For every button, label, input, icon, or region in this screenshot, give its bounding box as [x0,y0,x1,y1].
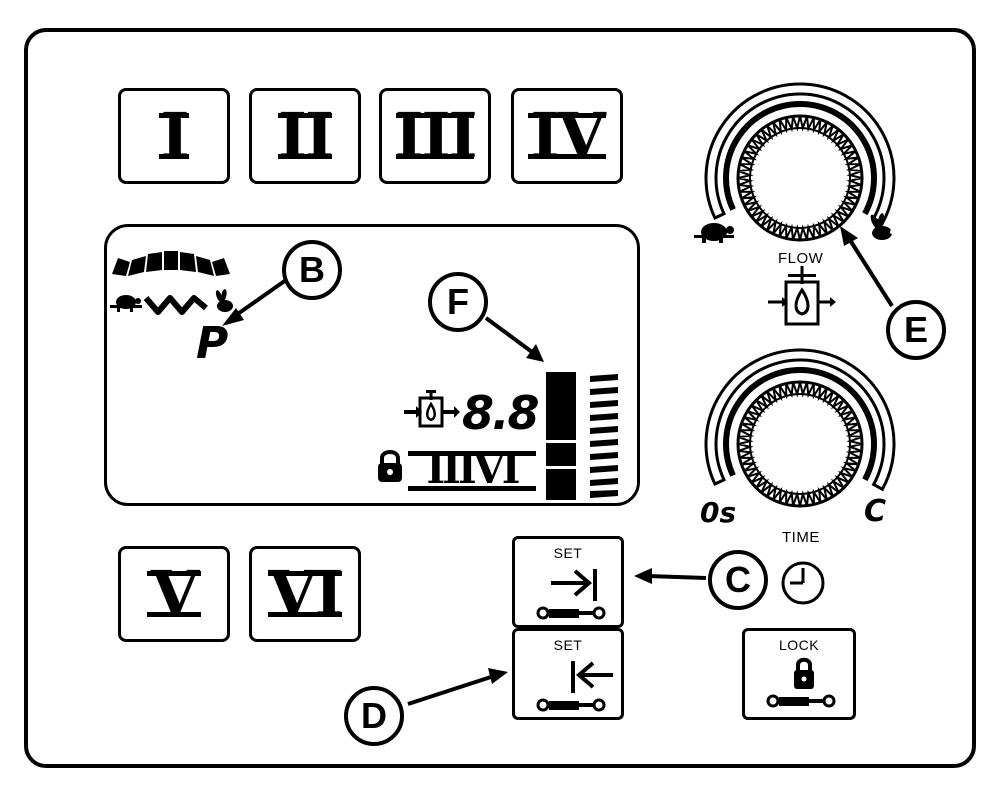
level-bargraph-column [546,372,576,500]
wave-icon [143,295,208,315]
flow-knob-label: FLOW [778,250,824,267]
bar-arrow-back-icon [536,661,613,712]
set-limit-out-button[interactable]: SET [512,536,624,628]
time-knob-label: TIME [782,529,820,546]
lock-status-icon [378,450,402,482]
speed-bargraph-icon [112,251,230,276]
time-knob-max-label: C [864,494,887,529]
control-panel [24,28,976,768]
flow-value-readout: 8.8 [462,386,539,440]
level-bargraph-ticks [590,374,618,498]
clock-icon [781,561,825,605]
padlock-icon [794,657,814,689]
callout-b: B [282,240,342,300]
program-readout-frame: IIIVI [408,446,536,494]
set-limit-in-button[interactable]: SET [512,628,624,720]
program-button-5[interactable]: V [118,546,230,642]
lcd-display [104,224,640,506]
flow-small-icon [404,390,460,428]
callout-e: E [886,300,946,360]
program-button-3[interactable]: III [379,88,491,184]
fast-rabbit-icon [215,289,233,312]
callout-c: C [708,550,768,610]
program-button-2[interactable]: II [249,88,361,184]
set-limit-out-label: SET [553,545,583,561]
program-button-4[interactable]: IV [511,88,623,184]
flow-turtle-icon [694,223,734,243]
flow-rabbit-icon [870,213,894,240]
set-limit-in-label: SET [553,637,583,653]
lock-button[interactable]: LOCK [742,628,856,720]
time-knob[interactable] [700,348,914,522]
program-letter: P [196,318,229,369]
slow-turtle-icon [110,295,142,312]
program-button-1[interactable]: I [118,88,230,184]
flow-icon [768,266,836,326]
callout-d: D [344,686,404,746]
time-knob-min-label: 0s [700,496,737,529]
arrow-to-bar-icon [536,569,606,620]
program-readout: IIIVI [426,446,521,493]
cylinder-icon [766,694,836,708]
flow-knob[interactable] [700,82,914,256]
program-button-6[interactable]: VI [249,546,361,642]
lock-button-label: LOCK [778,637,820,653]
callout-f: F [428,272,488,332]
